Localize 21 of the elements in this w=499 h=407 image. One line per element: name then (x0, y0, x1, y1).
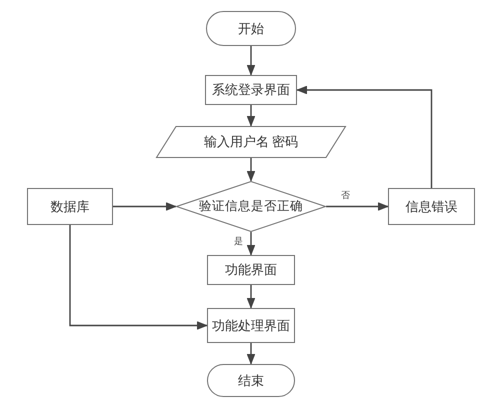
arrow (296, 86, 432, 188)
process-box: 信息错误 (388, 188, 475, 225)
decision-diamond: 验证信息是否正确 (176, 181, 326, 232)
edge-label: 否 (340, 190, 351, 201)
process-box: 功能处理界面 (207, 308, 295, 343)
arrow (246, 232, 256, 256)
terminal-shape: 结束 (207, 364, 295, 397)
process-box: 功能界面 (207, 255, 295, 285)
arrow (69, 225, 208, 330)
edge-label: 是 (233, 236, 244, 247)
arrow (246, 343, 256, 364)
arrow (113, 202, 176, 211)
arrow (246, 285, 256, 308)
arrow (246, 46, 256, 76)
arrow (246, 158, 256, 182)
arrow (246, 105, 256, 126)
process-box: 系统登录界面 (205, 75, 297, 105)
process-box: 数据库 (27, 188, 113, 225)
arrow (326, 202, 388, 211)
terminal-shape: 开始 (206, 11, 296, 46)
input-parallelogram: 输入用户名 密码 (156, 126, 346, 158)
